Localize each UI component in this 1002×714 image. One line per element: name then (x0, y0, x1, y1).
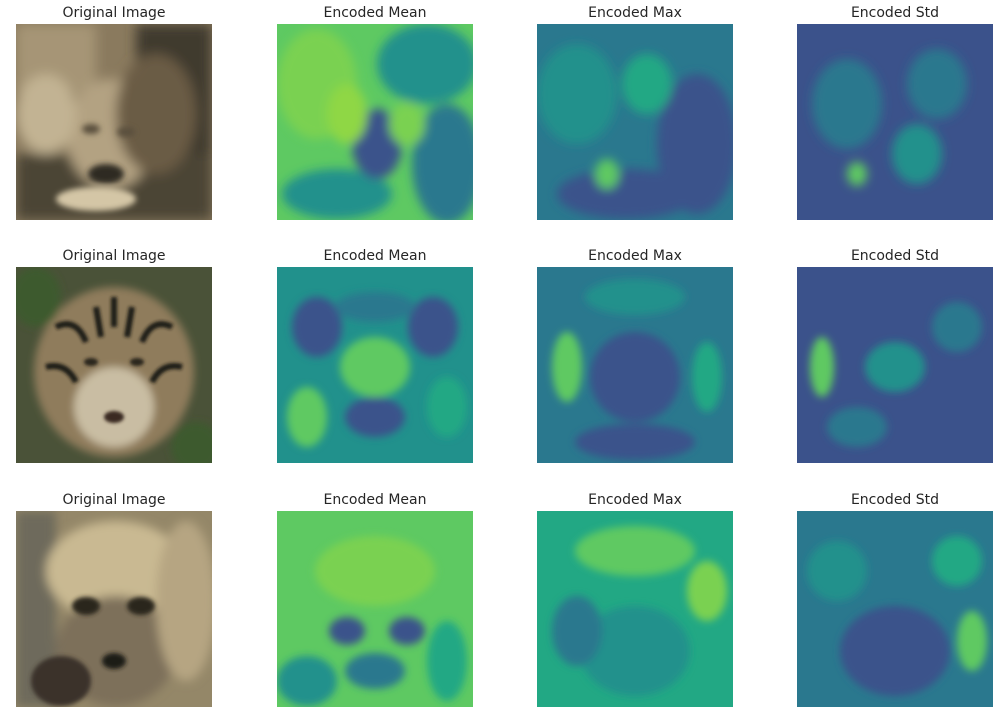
cheetah-original-image (16, 511, 212, 707)
panel-title: Encoded Mean (323, 248, 427, 264)
tiger-encoded-max-map (537, 267, 733, 463)
tiger-original-image (16, 267, 212, 463)
panel-title: Encoded Max (588, 5, 682, 21)
lion-encoded-std-map (797, 24, 993, 220)
tiger-encoded-std-map (797, 267, 993, 463)
panel-title: Original Image (62, 5, 166, 21)
cheetah-encoded-std-map (797, 511, 993, 707)
panel-title: Encoded Max (588, 248, 682, 264)
lion-encoded-max-map (537, 24, 733, 220)
panel-title: Encoded Std (850, 5, 940, 21)
lion-encoded-mean-map (277, 24, 473, 220)
panel-title: Encoded Std (850, 492, 940, 508)
panel-title: Encoded Std (850, 248, 940, 264)
panel-title: Encoded Mean (323, 5, 427, 21)
cheetah-encoded-mean-map (277, 511, 473, 707)
tiger-encoded-mean-map (277, 267, 473, 463)
panel-title: Encoded Mean (323, 492, 427, 508)
cheetah-encoded-max-map (537, 511, 733, 707)
panel-title: Original Image (62, 492, 166, 508)
lion-original-image (16, 24, 212, 220)
panel-title: Encoded Max (588, 492, 682, 508)
panel-title: Original Image (62, 248, 166, 264)
